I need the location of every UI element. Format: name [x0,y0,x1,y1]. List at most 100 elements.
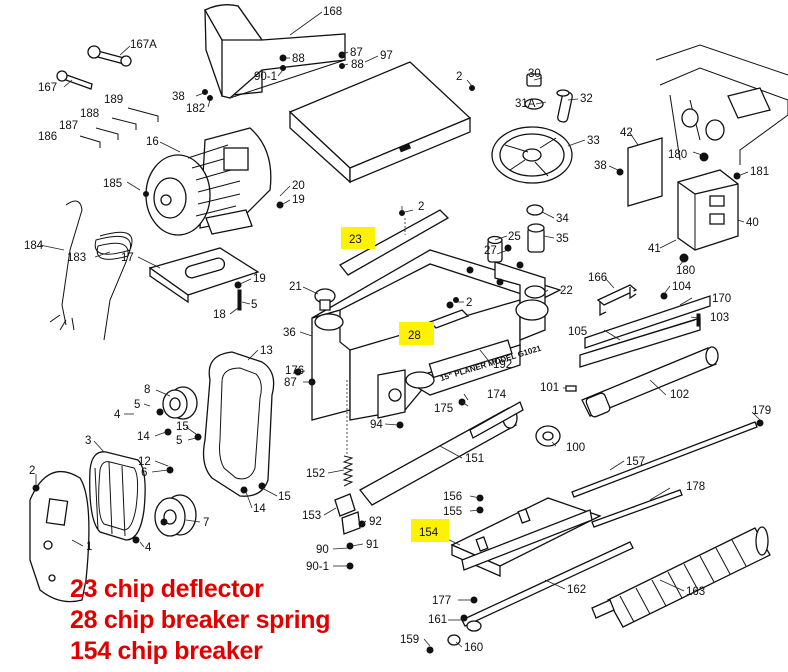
switch-box-40 [677,169,739,251]
label-42: 42 [620,127,633,139]
label-15b: 15 [278,491,291,503]
rod-103 [696,313,701,327]
plate-42 [627,137,663,207]
highlight-154 [411,519,449,542]
power-cord-183 [94,231,133,341]
label-162: 162 [567,584,586,596]
motor-16 [145,127,272,236]
label-27: 27 [484,245,497,257]
label-156: 156 [443,491,462,503]
label-181: 181 [750,166,769,178]
label-4a: 4 [114,409,121,421]
label-175: 175 [434,403,453,415]
label-15a: 15 [176,421,189,433]
label-2d: 2 [29,465,35,477]
label-178: 178 [686,481,705,493]
rod-157 [571,421,758,498]
label-180a: 180 [668,149,687,161]
label-167: 167 [38,82,57,94]
label-184: 184 [24,240,44,252]
hex-keys-186-189 [79,107,159,148]
washer-31a [524,98,544,110]
label-105: 105 [568,326,587,338]
label-182: 182 [186,103,205,115]
label-23: 23 [349,234,362,246]
label-21: 21 [289,281,302,293]
motor-plate-17 [148,247,260,304]
wrench-167a [87,45,132,67]
knob-21 [314,288,336,311]
label-163: 163 [686,586,705,598]
block-153 [334,493,361,535]
label-19a: 19 [292,194,305,206]
label-16: 16 [146,136,159,148]
label-88a: 88 [292,53,305,65]
label-189: 189 [104,94,123,106]
label-90-1b: 90-1 [306,561,329,573]
label-8: 8 [144,384,150,396]
planer-base-192 [311,249,562,421]
legend-line-23: 23 chip deflector [70,575,264,603]
label-157: 157 [626,456,645,468]
label-177: 177 [432,595,451,607]
handwheel-33 [491,126,573,184]
highlight-23 [341,227,375,249]
label-97: 97 [380,50,393,62]
label-185: 185 [103,178,122,190]
label-101: 101 [540,382,559,394]
rail-105 [579,317,701,368]
label-22: 22 [560,285,573,297]
label-7: 7 [203,517,209,529]
label-88b: 88 [351,59,364,71]
label-188: 188 [80,108,99,120]
label-91: 91 [366,539,379,551]
legend-line-154: 154 chip breaker [70,637,263,665]
label-90-1a: 90-1 [254,71,277,83]
outfeed-roller-102 [581,346,719,418]
label-38a: 38 [172,91,185,103]
label-2b: 2 [418,201,424,213]
label-31a: 31A [515,98,536,110]
label-161: 161 [428,614,447,626]
label-14a: 14 [137,431,150,443]
label-18: 18 [213,309,226,321]
label-17: 17 [121,252,134,264]
chip-breaker-154 [450,497,602,577]
label-35: 35 [556,233,569,245]
label-160: 160 [464,642,483,654]
label-94: 94 [370,419,383,431]
label-168: 168 [323,6,342,18]
legend: 23 chip deflector 28 chip breaker spring… [70,574,330,667]
cutterhead-pulley-7 [154,494,197,537]
label-38b: 38 [594,160,607,172]
label-1: 1 [86,541,92,553]
label-19b: 19 [253,273,266,285]
cutterhead-151 [359,401,524,506]
label-179: 179 [752,405,771,417]
label-40: 40 [746,217,759,229]
label-28: 28 [408,330,421,342]
leader-lines [35,11,761,648]
motor-pulley-8 [162,386,198,420]
label-103: 103 [710,312,729,324]
label-25: 25 [508,231,521,243]
highlight-28 [399,322,434,345]
part-labels: 168 167A 87 88 97 88 90-1 2 30 167 38 32… [24,6,771,654]
shaft-162 [461,541,634,627]
label-187: 187 [59,120,78,132]
label-155: 155 [443,506,462,518]
label-13: 13 [260,345,273,357]
label-153: 153 [302,510,321,522]
label-102: 102 [670,389,689,401]
label-100: 100 [566,442,585,454]
label-186: 186 [38,131,57,143]
infeed-roller-163 [591,526,771,628]
label-180b: 180 [676,265,695,277]
v-belts-3 [89,451,146,541]
label-3: 3 [85,435,91,447]
label-36: 36 [283,327,296,339]
label-174: 174 [487,389,507,401]
label-14b: 14 [253,503,266,515]
bearing-100 [535,425,561,447]
